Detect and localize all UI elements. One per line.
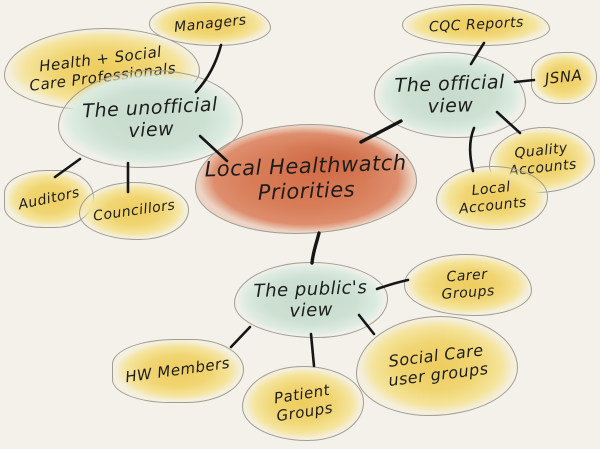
node-the-publics-view: The public's view (234, 262, 388, 338)
node-local-accounts: Local Accounts (436, 166, 548, 230)
node-label: Patient Groups (272, 380, 334, 425)
node-label: The public's view (253, 276, 368, 322)
node-managers: Managers (149, 2, 271, 46)
node-label: Auditors (16, 184, 82, 214)
node-hw-members: HW Members (112, 339, 244, 403)
connector-publics-hw-members (229, 325, 252, 349)
node-label: Managers (172, 11, 247, 36)
node-label: HW Members (124, 353, 232, 387)
node-label: The official view (394, 70, 506, 118)
node-jsna: JSNA (531, 52, 597, 104)
connector-center-publics (310, 231, 321, 265)
node-label: Carer Groups (441, 267, 496, 303)
node-the-official-view: The official view (374, 52, 526, 138)
node-social-care-user-groups: Social Care user groups (356, 316, 518, 416)
connector-publics-patient-groups (309, 332, 316, 368)
node-label: CQC Reports (428, 14, 524, 36)
node-label: Local Accounts (458, 179, 528, 218)
node-label: Local Healthwatch Priorities (204, 150, 407, 205)
node-councillors: Councillors (79, 182, 189, 240)
node-label: JSNA (544, 66, 584, 89)
node-cqc-reports: CQC Reports (402, 4, 550, 46)
node-patient-groups: Patient Groups (242, 366, 364, 441)
node-label: Councillors (91, 197, 176, 225)
node-label: Social Care user groups (386, 340, 490, 390)
node-label: The unofficial view (81, 93, 219, 143)
node-carer-groups: Carer Groups (404, 254, 532, 316)
